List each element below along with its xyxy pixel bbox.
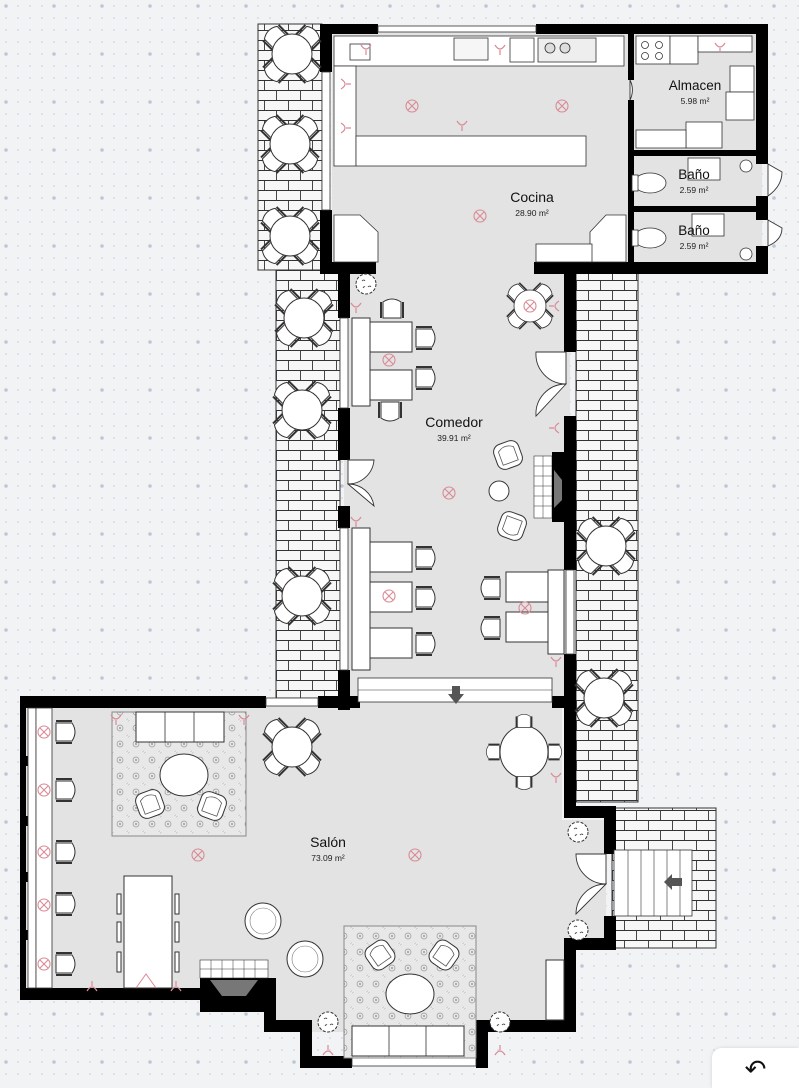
svg-text:Salón: Salón: [310, 834, 346, 850]
svg-text:73.09 m²: 73.09 m²: [311, 853, 345, 863]
svg-text:Baño: Baño: [678, 223, 710, 238]
undo-button[interactable]: ↶: [712, 1048, 799, 1088]
svg-text:39.91 m²: 39.91 m²: [437, 433, 471, 443]
comedor-step: [357, 677, 553, 704]
salon-furniture: [35, 707, 589, 1059]
svg-text:2.59 m²: 2.59 m²: [680, 185, 709, 195]
svg-text:Cocina: Cocina: [510, 189, 554, 205]
kitchen-counters: [333, 35, 627, 263]
entrance-stairs: [613, 849, 693, 917]
svg-text:Comedor: Comedor: [425, 414, 483, 430]
room-label-cocina[interactable]: Cocina 28.90 m²: [510, 189, 554, 218]
svg-text:Almacen: Almacen: [669, 78, 722, 93]
bathroom-fixtures: [631, 157, 753, 261]
room-label-almacen[interactable]: Almacen 5.98 m²: [669, 78, 722, 106]
svg-text:2.59 m²: 2.59 m²: [680, 241, 709, 251]
svg-text:Baño: Baño: [678, 167, 710, 182]
comedor-furniture: [351, 273, 566, 671]
undo-icon: ↶: [744, 1055, 767, 1085]
svg-text:5.98 m²: 5.98 m²: [681, 96, 710, 106]
room-label-salon[interactable]: Salón 73.09 m²: [310, 834, 346, 863]
doors: [346, 79, 783, 916]
svg-text:28.90 m²: 28.90 m²: [515, 208, 549, 218]
room-label-bano-1[interactable]: Baño 2.59 m²: [678, 167, 710, 195]
room-label-comedor[interactable]: Comedor 39.91 m²: [425, 414, 483, 443]
room-label-bano-2[interactable]: Baño 2.59 m²: [678, 223, 710, 251]
